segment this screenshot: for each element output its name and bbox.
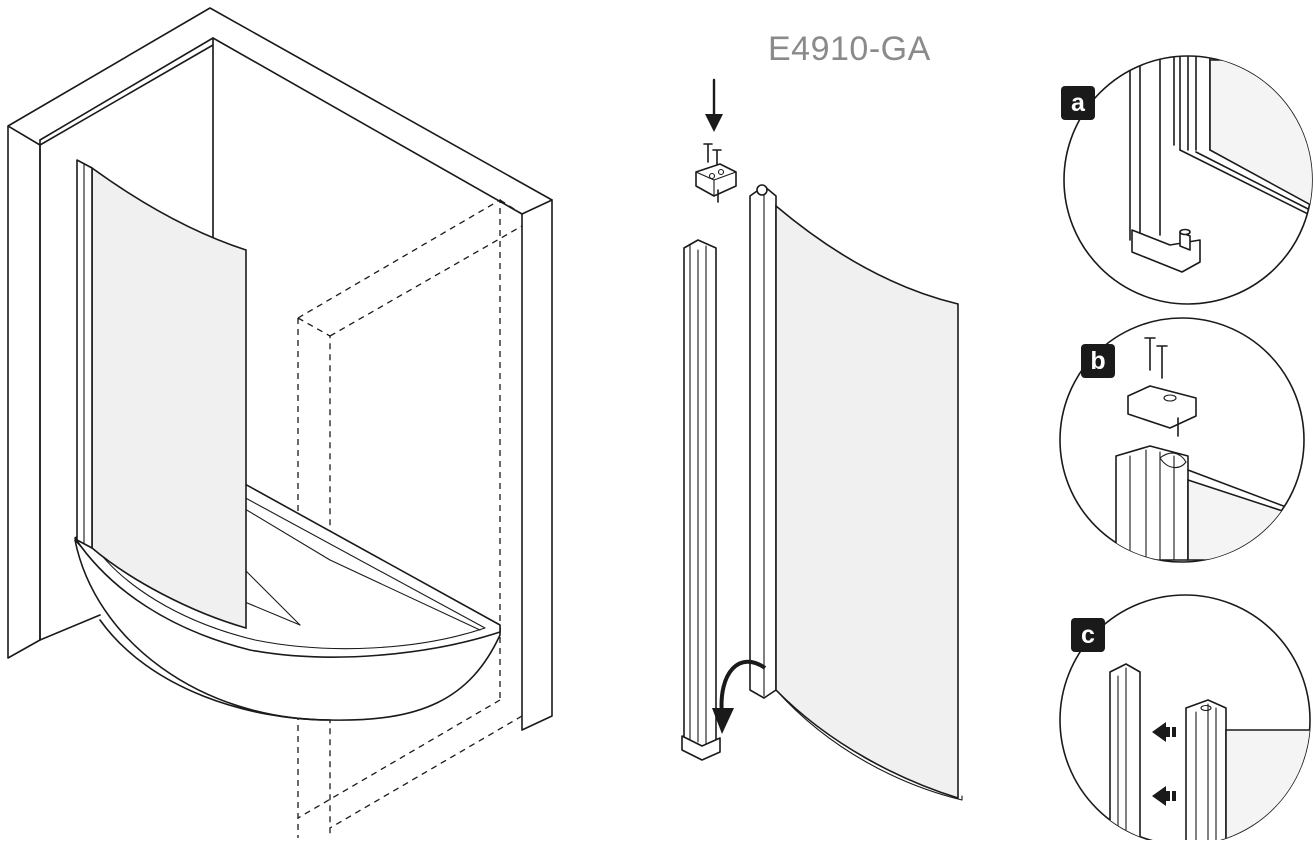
panel-profile — [749, 185, 777, 699]
top-cap — [695, 163, 737, 197]
step-badge-c: c — [1071, 618, 1105, 652]
bath-screen-glass — [91, 166, 247, 630]
step-badge-b: b — [1081, 344, 1115, 378]
bottom-cap — [681, 735, 721, 761]
dashed-wall-outline — [297, 198, 523, 838]
double-chevron-left-icon — [1152, 722, 1176, 806]
bath-installation-illustration — [7, 7, 553, 838]
detail-a — [1063, 55, 1313, 305]
exploded-assembly — [681, 78, 963, 801]
down-arrow-icon — [705, 78, 723, 132]
detail-b — [1059, 317, 1305, 563]
model-code-label: E4910-GA — [768, 30, 931, 68]
curved-arrow-icon — [712, 659, 767, 734]
step-badge-a: a — [1061, 86, 1095, 120]
wall-profile — [683, 239, 717, 749]
detail-b-screws — [1144, 337, 1168, 379]
panel-glass — [775, 204, 959, 800]
